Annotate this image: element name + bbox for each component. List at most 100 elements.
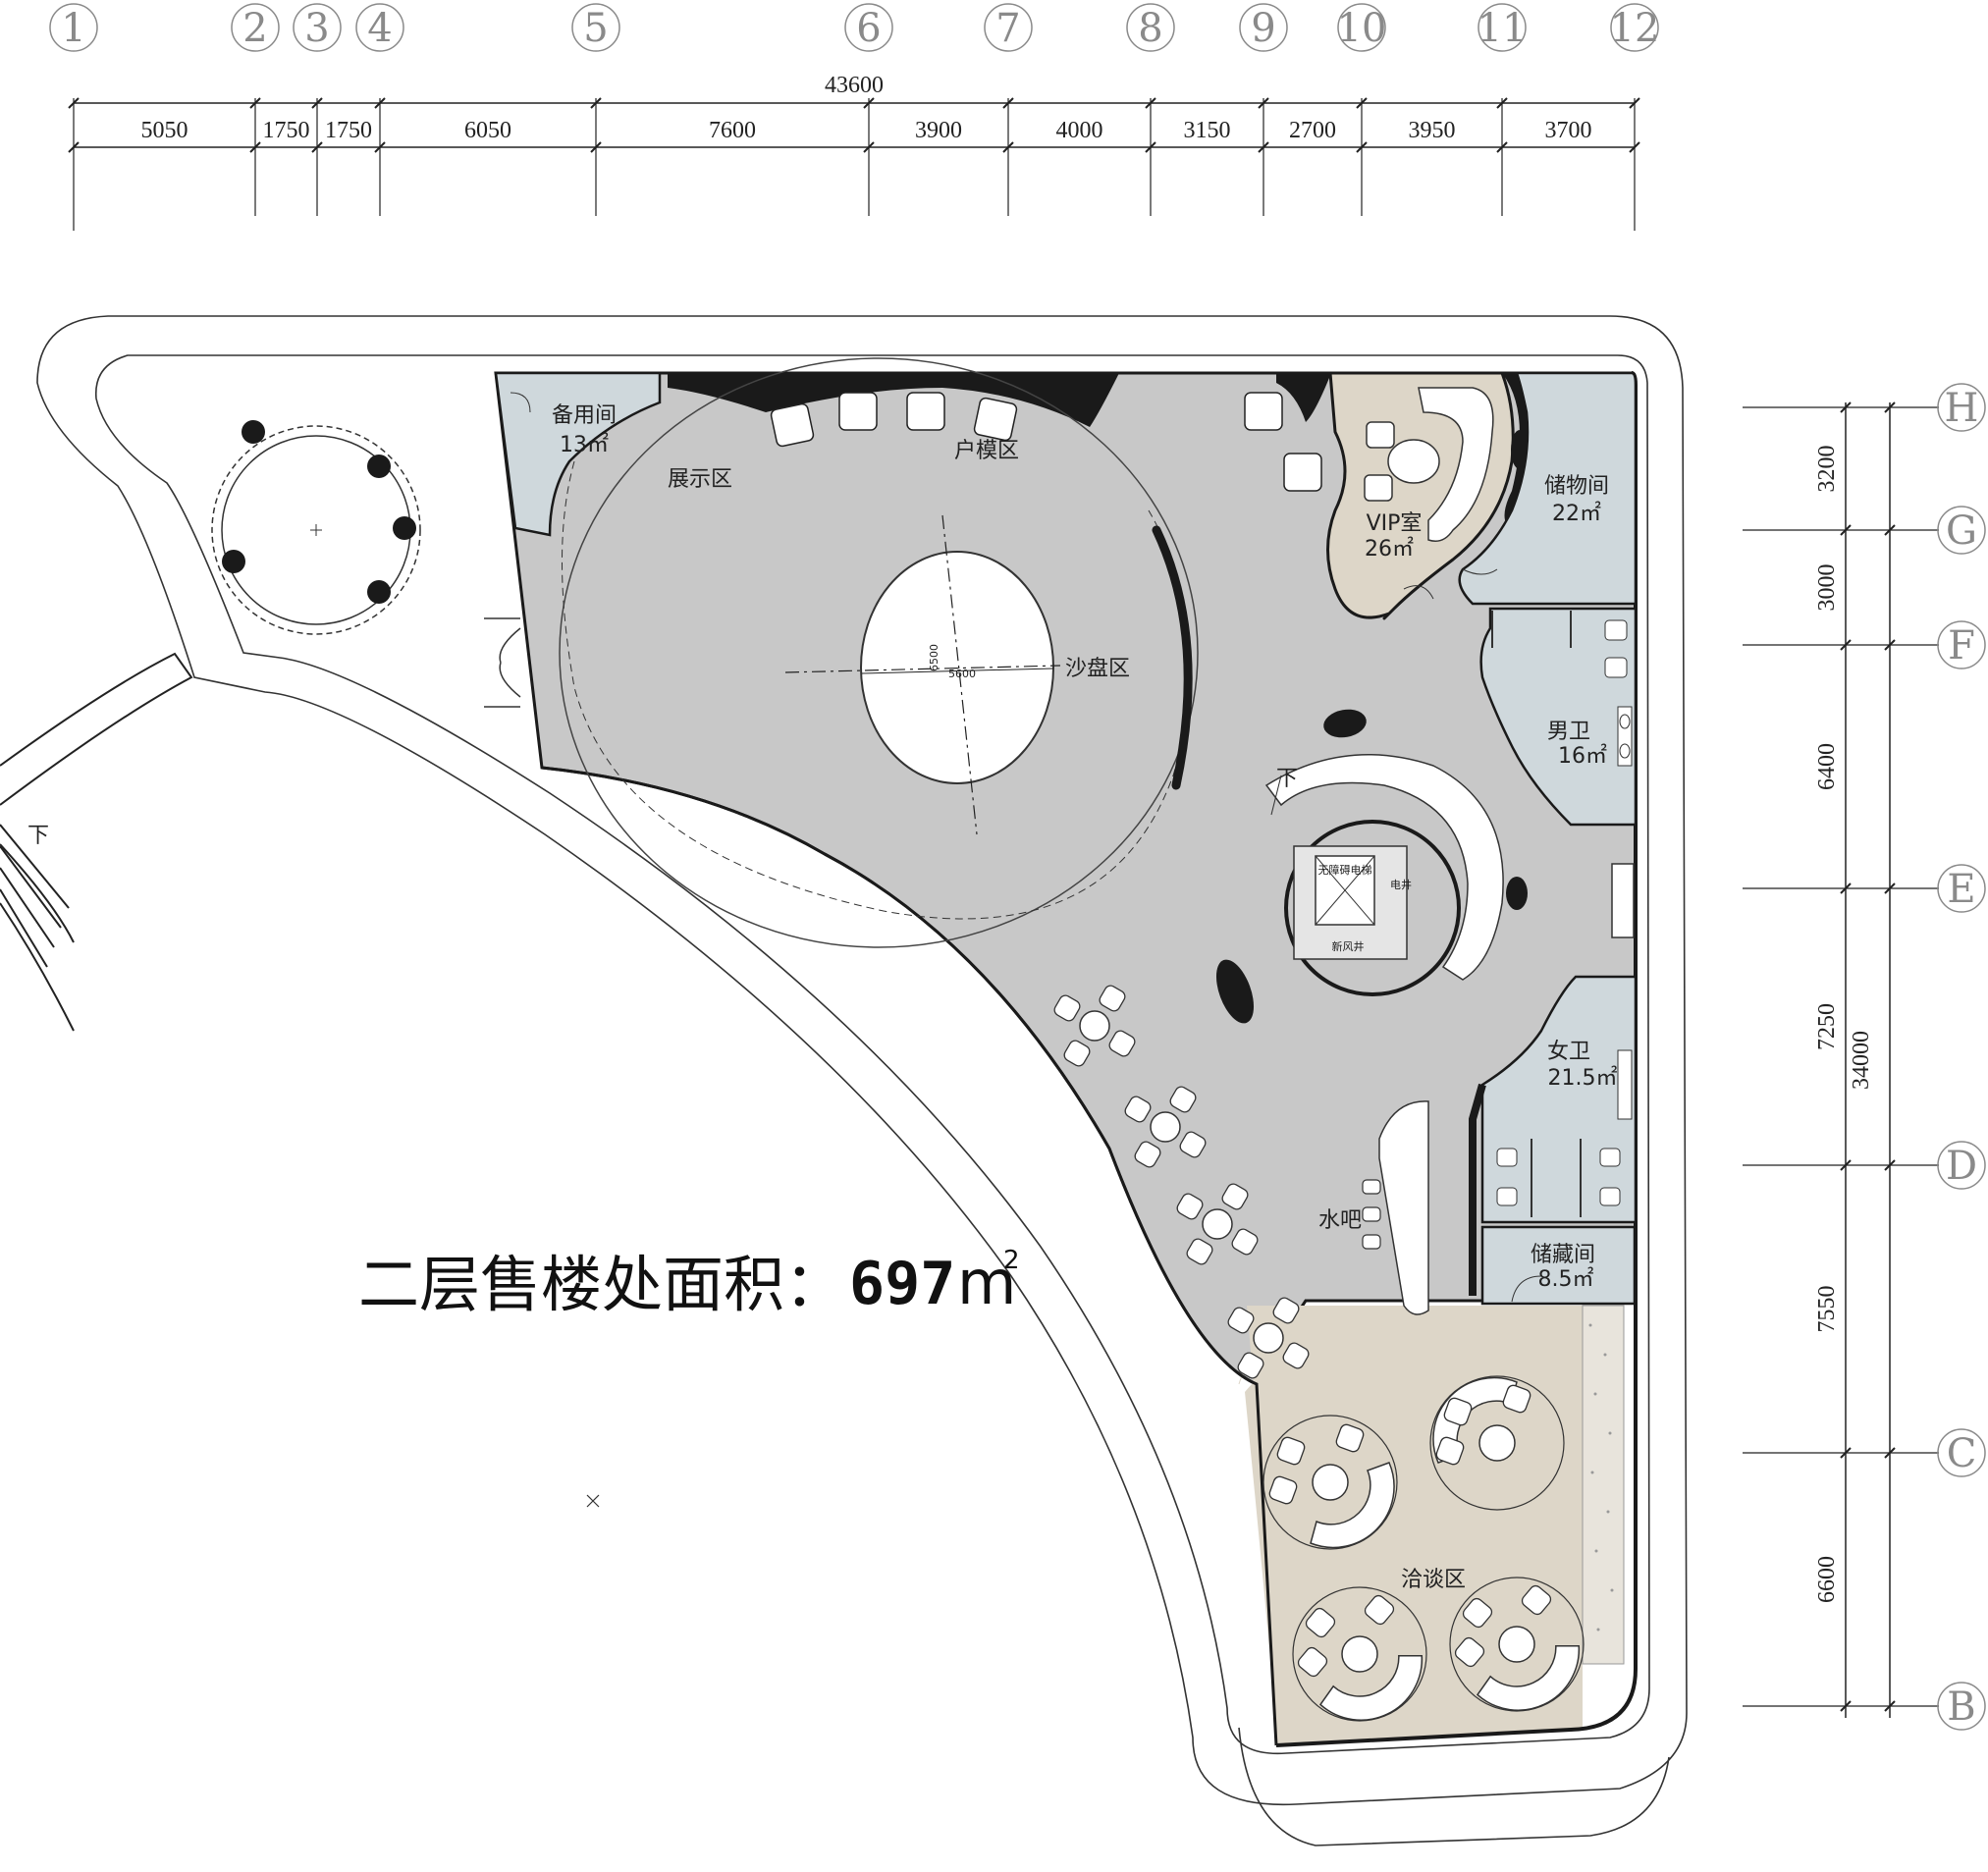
storeroom-area: 8.5㎡ (1538, 1266, 1594, 1292)
building-floor (494, 371, 1638, 1747)
cafe-tables (1053, 985, 1310, 1379)
mens-wc-name: 男卫 (1547, 720, 1590, 744)
column-axis-5: 5 7600 (571, 3, 756, 216)
column-axis-4: 4 6050 (355, 3, 511, 216)
cafe-table-set (1124, 1086, 1207, 1168)
total-width-dimension: 43600 (825, 73, 884, 98)
column-axis-label: 11 (1478, 6, 1528, 51)
column-axis-3: 3 1750 (293, 3, 372, 216)
sand-table-height: 6500 (928, 644, 940, 671)
column-axis-label: 3 (304, 6, 329, 51)
row-dimension: 7250 (1814, 1003, 1840, 1050)
mens-wc (1479, 607, 1638, 827)
column-axis-label: 6 (856, 6, 881, 51)
exhibition-label: 展示区 (668, 467, 732, 492)
column-dimension: 4000 (1056, 118, 1103, 143)
stair-core (1264, 754, 1504, 996)
column-dimension: 5050 (141, 118, 188, 143)
row-axis-B: B (1743, 1682, 1986, 1731)
cafe-table-set (1176, 1183, 1259, 1265)
negotiation-label: 洽谈区 (1401, 1568, 1466, 1592)
entrance-doors (484, 617, 521, 708)
column-axis-label: 9 (1251, 6, 1275, 51)
row-axis-label: B (1947, 1685, 1975, 1730)
lounge-set (1449, 1577, 1585, 1712)
womens-wc-name: 女卫 (1547, 1040, 1590, 1064)
storeroom (1480, 1225, 1637, 1306)
mens-wc-area: 16㎡ (1558, 743, 1607, 769)
cafe-table-set (1227, 1297, 1310, 1379)
row-axis-label: E (1947, 867, 1975, 912)
row-axis-C: C 6600 (1743, 1428, 1986, 1603)
vip-area: 26㎡ (1365, 536, 1414, 562)
row-axis-label: D (1946, 1144, 1977, 1189)
curved-walkway (0, 652, 193, 1032)
column-axis-8: 8 3150 (1126, 3, 1231, 216)
sand-table-width: 5600 (948, 668, 976, 680)
column-dimension: 2700 (1289, 118, 1336, 143)
row-dimension: 6600 (1814, 1556, 1840, 1603)
column-dimension: 7600 (709, 118, 756, 143)
water-bar-label: 水吧 (1318, 1208, 1362, 1233)
column-axis-label: 1 (61, 6, 85, 51)
column-dimension: 6050 (464, 118, 511, 143)
area-title: 二层售楼处面积： 697 m 2 (358, 1246, 1020, 1320)
row-axis-D: D 7550 (1743, 1141, 1986, 1333)
womens-wc (1480, 975, 1638, 1224)
stair-down-label: 下 (27, 824, 49, 848)
lounge-sets (1263, 1375, 1585, 1722)
column-axis-label: 4 (367, 6, 392, 51)
spare-room (494, 371, 662, 537)
title-text: 二层售楼处面积： (358, 1249, 845, 1320)
vip-name: VIP室 (1367, 511, 1423, 536)
water-bar (1362, 1100, 1429, 1315)
storeroom-name: 储藏间 (1531, 1243, 1595, 1267)
row-dimension: 3200 (1814, 446, 1840, 493)
storage-room (1458, 371, 1638, 606)
column-axis-label: 8 (1138, 6, 1162, 51)
column-axis-label: 5 (583, 6, 608, 51)
unit-model-label: 户模区 (954, 439, 1019, 463)
lounge-set (1429, 1375, 1565, 1511)
spare-room-name: 备用间 (552, 403, 617, 428)
column-axis-2: 2 1750 (231, 3, 310, 216)
column-dimension: 3150 (1184, 118, 1231, 143)
column-axis-12: 12 (1610, 3, 1659, 231)
row-axis-label: C (1947, 1431, 1977, 1476)
column-dimension: 1750 (325, 118, 372, 143)
lounge-set (1263, 1415, 1398, 1550)
title-unit: m (957, 1247, 1016, 1318)
column-dimension: 1750 (263, 118, 310, 143)
gazebo-ring (211, 420, 421, 635)
column-axis-1: 1 5050 (49, 3, 188, 231)
column-axes: 1505021750317504605057600639007400083150… (49, 3, 1659, 231)
elec-shaft-label: 电井 (1390, 878, 1412, 891)
row-axis-label: G (1946, 508, 1977, 554)
right-dimension-chain (1845, 402, 1891, 1718)
cafe-table-set (1053, 985, 1136, 1067)
row-dimension: 7550 (1814, 1286, 1840, 1333)
texture-dots (1588, 1323, 1614, 1631)
row-dimension: 6400 (1814, 743, 1840, 790)
site-outline (36, 315, 1688, 1846)
sand-table (784, 514, 1061, 835)
lounge-set (1292, 1586, 1427, 1722)
row-axis-E: E 7250 (1743, 864, 1986, 1050)
marker-crosses (586, 1494, 600, 1508)
title-unit-sup: 2 (1003, 1246, 1020, 1275)
storage-name: 储物间 (1544, 474, 1609, 499)
column-axis-9: 9 2700 (1239, 3, 1336, 216)
row-axis-F: F 6400 (1743, 620, 1986, 790)
total-height-dimension: 34000 (1849, 1031, 1874, 1090)
storage-area: 22㎡ (1552, 501, 1601, 526)
column-axis-label: 2 (242, 6, 267, 51)
womens-wc-area: 21.5㎡ (1548, 1065, 1618, 1091)
row-axis-label: F (1948, 623, 1975, 669)
vip-room (1326, 371, 1515, 620)
title-number: 697 (849, 1250, 955, 1318)
